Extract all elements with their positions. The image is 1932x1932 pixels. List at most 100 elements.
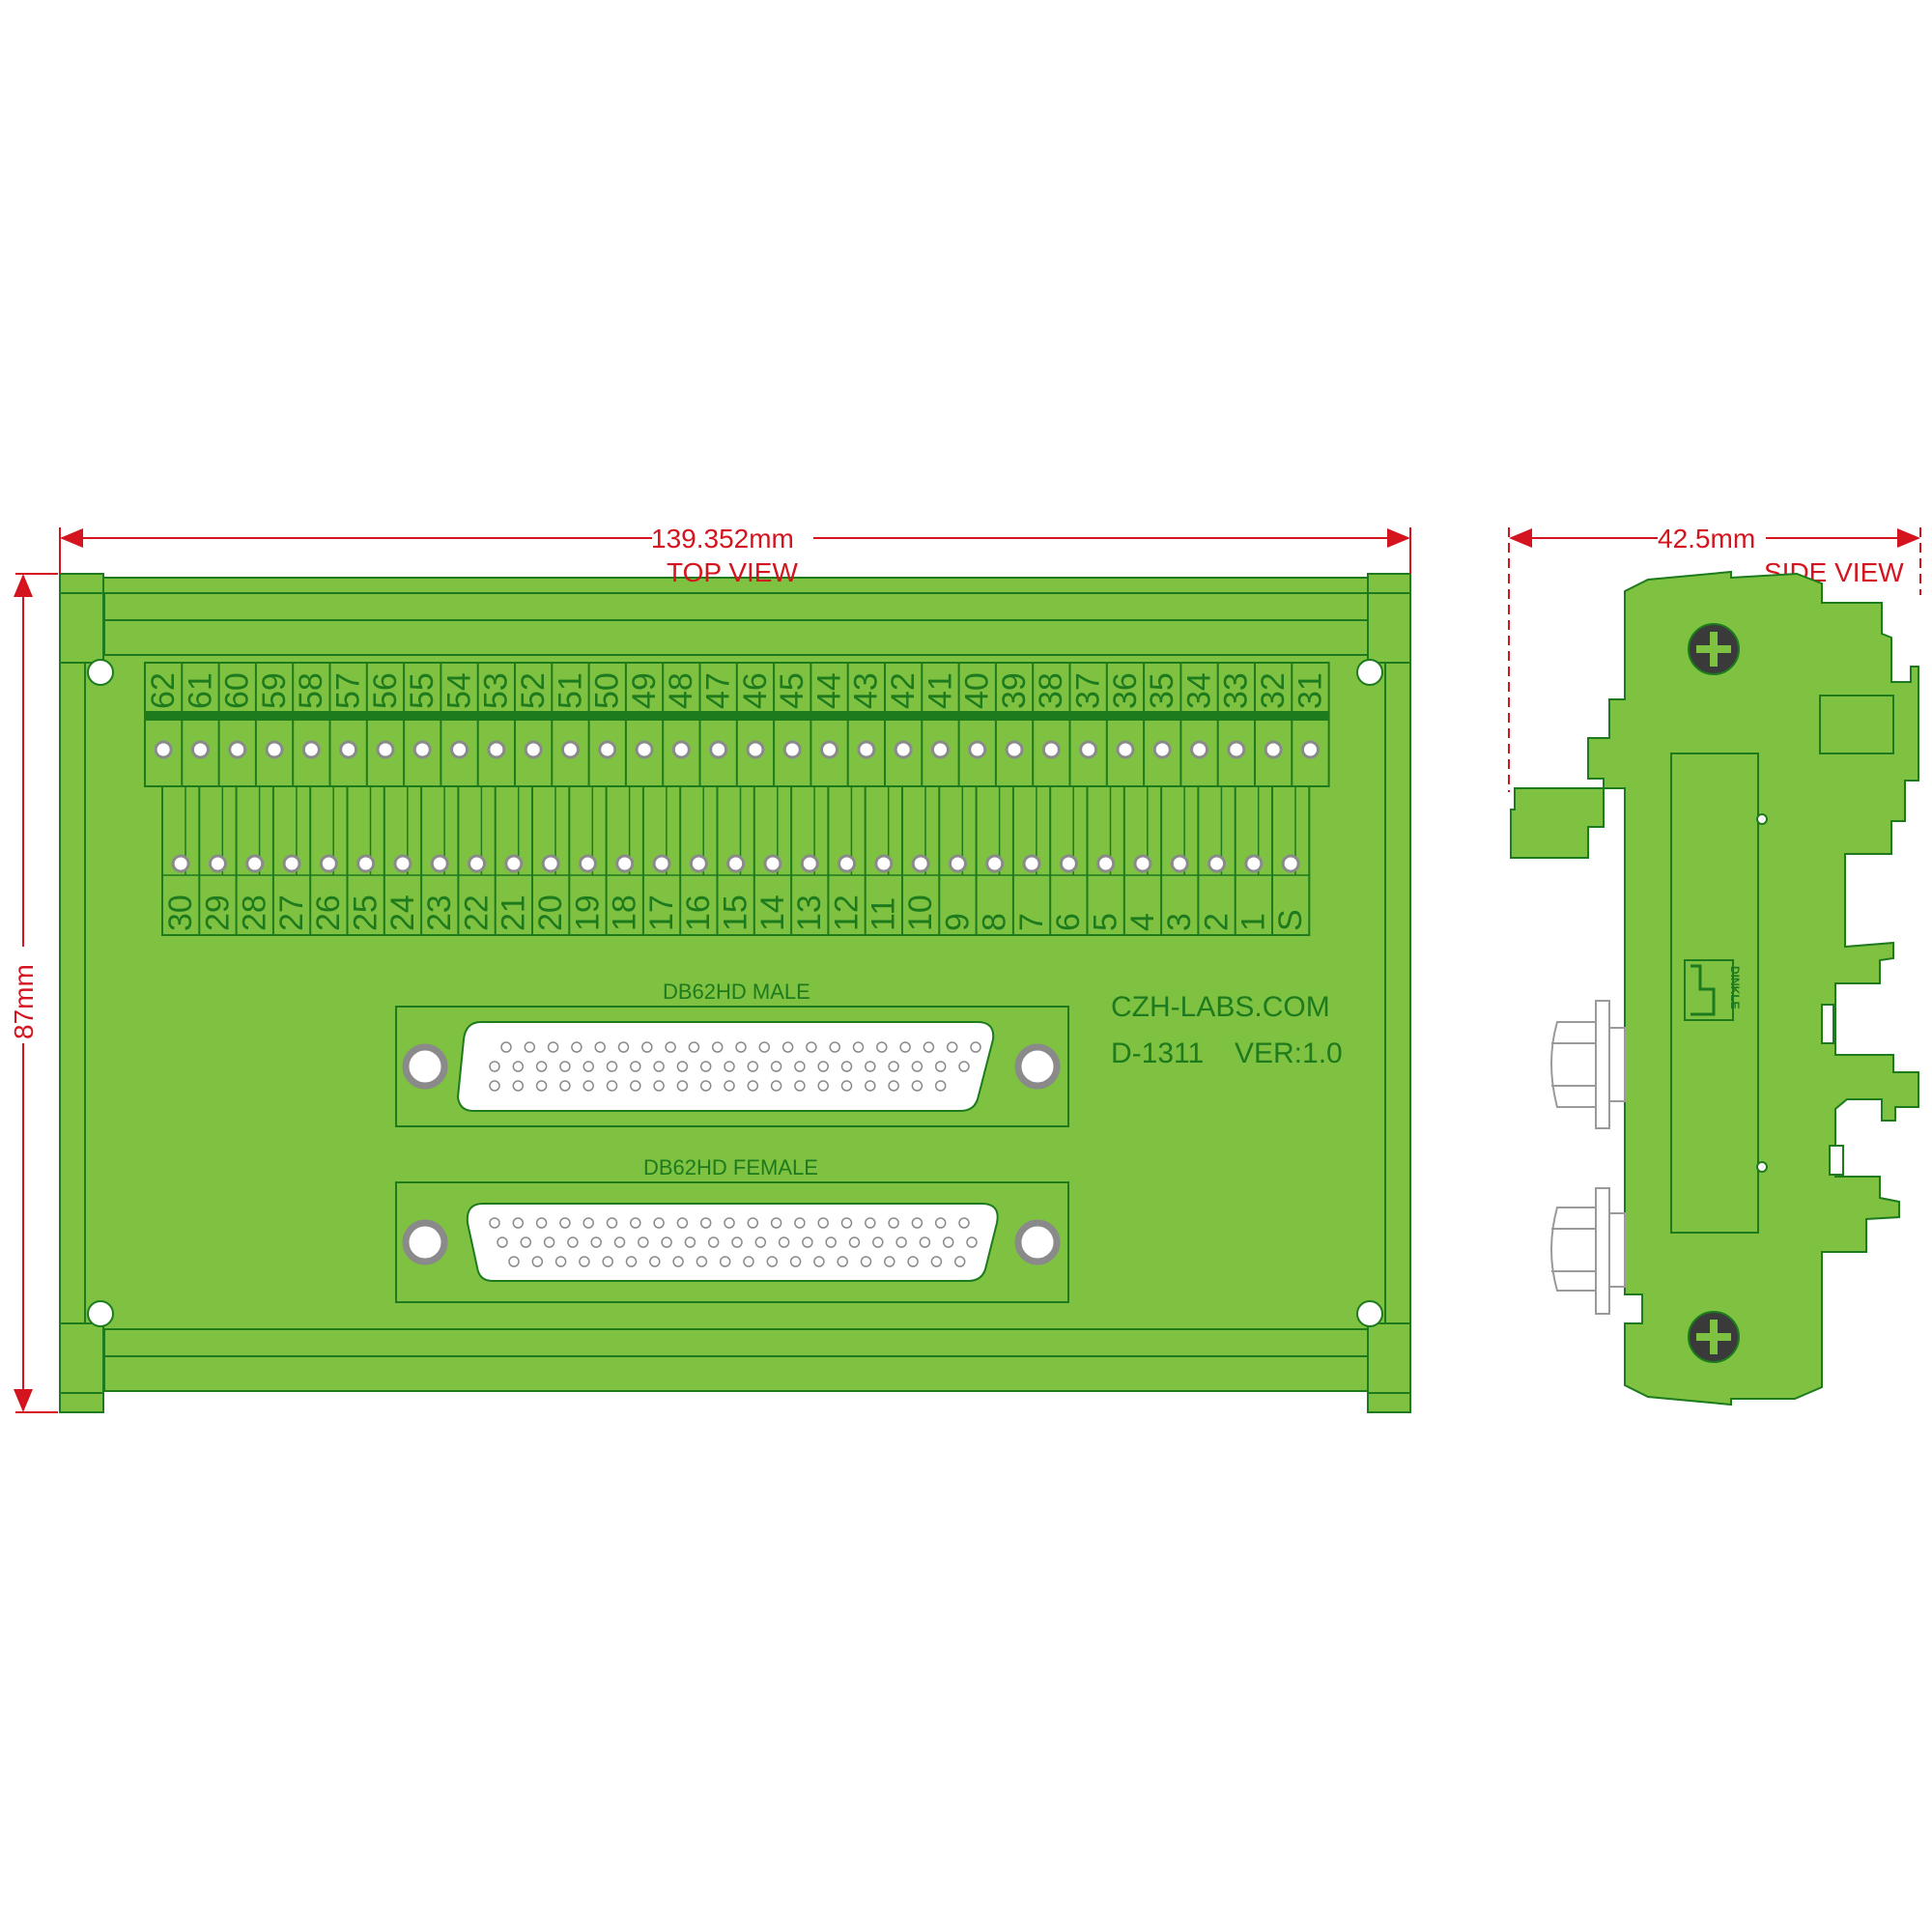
terminal-screw[interactable] [746, 740, 765, 759]
terminal-screw[interactable] [412, 740, 432, 759]
connector-pin [813, 1256, 825, 1267]
connector-pin [602, 1256, 613, 1267]
terminal-screw[interactable] [190, 740, 210, 759]
terminal-screw[interactable] [1281, 854, 1300, 873]
terminal-screw[interactable] [726, 854, 746, 873]
terminal-screw[interactable] [1227, 740, 1246, 759]
terminal-screw[interactable] [282, 854, 301, 873]
connector-pin [907, 1256, 919, 1267]
terminal-screw[interactable] [450, 740, 469, 759]
terminal-block-top: 42 [884, 663, 922, 786]
terminal-screw[interactable] [208, 854, 227, 873]
terminal-screw[interactable] [911, 854, 930, 873]
terminal-block-bottom: 28 [235, 786, 273, 935]
terminal-block-top: 50 [587, 663, 626, 786]
terminal-number: 10 [902, 895, 939, 931]
terminal-screw[interactable] [245, 854, 265, 873]
side-female-connector [1550, 1187, 1626, 1315]
terminal-screw[interactable] [671, 740, 691, 759]
terminal-screw[interactable] [894, 740, 913, 759]
connector-pin [512, 1080, 525, 1092]
terminal-screw[interactable] [265, 740, 284, 759]
terminal-screw[interactable] [615, 854, 635, 873]
connector-pin [817, 1217, 829, 1229]
terminal-screw[interactable] [376, 740, 395, 759]
terminal-number: 8 [977, 913, 1013, 931]
terminal-screw[interactable] [948, 854, 967, 873]
terminal-screw[interactable] [874, 854, 894, 873]
connector-pin [958, 1061, 970, 1072]
terminal-screw[interactable] [301, 740, 321, 759]
terminal-screw[interactable] [1170, 854, 1189, 873]
connector-pin [524, 1041, 536, 1053]
terminal-screw[interactable] [339, 740, 358, 759]
male-pin-field [489, 1041, 981, 1092]
connector-pin [649, 1256, 661, 1267]
connector-pin [778, 1236, 790, 1248]
terminal-screw[interactable] [1005, 740, 1024, 759]
terminal-screw[interactable] [356, 854, 376, 873]
terminal-screw[interactable] [1208, 854, 1227, 873]
terminal-number: 33 [1218, 672, 1255, 709]
terminal-screw[interactable] [838, 854, 857, 873]
terminal-screw[interactable] [782, 740, 802, 759]
terminal-screw[interactable] [857, 740, 876, 759]
terminal-block-bottom: 26 [309, 786, 348, 935]
terminal-screw[interactable] [487, 740, 506, 759]
terminal-block-top: 51 [551, 663, 588, 786]
terminal-screw[interactable] [800, 854, 819, 873]
terminal-screw[interactable] [1244, 854, 1264, 873]
terminal-screw[interactable] [689, 854, 708, 873]
terminal-screw[interactable] [1022, 854, 1041, 873]
connector-pin [865, 1217, 876, 1229]
terminal-screw[interactable] [1096, 854, 1116, 873]
terminal-screw[interactable] [763, 854, 782, 873]
terminal-screw[interactable] [820, 740, 839, 759]
terminal-block-bottom: 16 [679, 786, 718, 935]
terminal-screw[interactable] [1264, 740, 1283, 759]
terminal-screw[interactable] [541, 854, 560, 873]
terminal-screw[interactable] [228, 740, 247, 759]
terminal-screw[interactable] [1116, 740, 1135, 759]
terminal-screw[interactable] [598, 740, 617, 759]
terminal-screw[interactable] [524, 740, 543, 759]
terminal-screw[interactable] [154, 740, 173, 759]
terminal-screw[interactable] [430, 854, 449, 873]
terminal-number: 7 [1013, 913, 1050, 931]
terminal-screw[interactable] [635, 740, 654, 759]
terminal-screw[interactable] [171, 854, 190, 873]
terminal-screw[interactable] [1059, 854, 1078, 873]
terminal-screw[interactable] [930, 740, 950, 759]
terminal-block-top: 32 [1254, 663, 1292, 786]
terminal-screw[interactable] [985, 854, 1005, 873]
connector-pin [535, 1080, 548, 1092]
terminal-screw[interactable] [1041, 740, 1061, 759]
terminal-screw[interactable] [504, 854, 524, 873]
terminal-screw[interactable] [1133, 854, 1152, 873]
terminal-screw[interactable] [1152, 740, 1172, 759]
terminal-screw[interactable] [968, 740, 987, 759]
terminal-screw[interactable] [652, 854, 671, 873]
connector-pin [806, 1041, 817, 1053]
terminal-screw[interactable] [578, 854, 597, 873]
connector-pin [953, 1256, 966, 1267]
connector-pin [860, 1256, 872, 1267]
terminal-screw[interactable] [393, 854, 412, 873]
connector-pin [676, 1217, 689, 1229]
terminal-block-top: 34 [1179, 663, 1217, 786]
terminal-block-bottom: 3 [1160, 786, 1199, 935]
terminal-screw[interactable] [709, 740, 728, 759]
terminal-block-bottom: 5 [1086, 786, 1124, 935]
connector-pin [676, 1080, 689, 1092]
terminal-block-top: 53 [476, 663, 515, 786]
terminal-screw[interactable] [1300, 740, 1320, 759]
terminal-screw[interactable] [1079, 740, 1098, 759]
terminal-number: 1 [1236, 913, 1272, 931]
terminal-number: 13 [791, 895, 828, 931]
terminal-screw[interactable] [1190, 740, 1209, 759]
terminal-screw[interactable] [319, 854, 338, 873]
terminal-number: 6 [1050, 913, 1087, 931]
terminal-screw[interactable] [468, 854, 487, 873]
terminal-screw[interactable] [560, 740, 580, 759]
terminal-number: 51 [552, 672, 588, 709]
